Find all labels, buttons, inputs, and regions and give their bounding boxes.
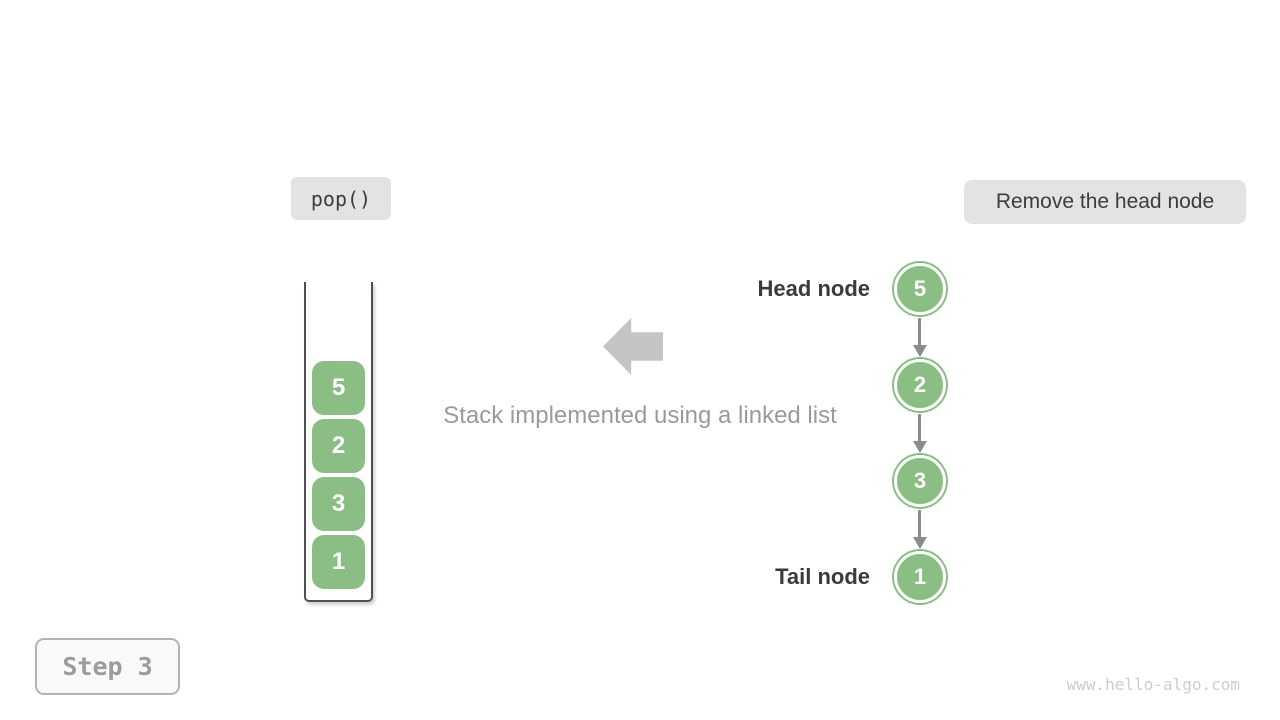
- list-node: 2: [894, 359, 946, 411]
- list-node: 5: [894, 263, 946, 315]
- head-node-label: Head node: [757, 276, 870, 301]
- left-block-arrow-icon: [603, 318, 663, 375]
- stack-item: 5: [312, 361, 365, 415]
- stack-container: 5 2 3 1: [304, 282, 373, 602]
- arrow-head: [912, 345, 927, 357]
- arrow-shaft: [918, 318, 921, 346]
- list-node-value: 5: [913, 276, 927, 301]
- description-label: Remove the head node: [964, 180, 1246, 224]
- arrow-head: [912, 441, 927, 453]
- stack-item: 3: [312, 477, 365, 531]
- list-node: 3: [894, 455, 946, 507]
- caption-text: Stack implemented using a linked list: [443, 402, 837, 429]
- down-arrow-icon: [910, 317, 930, 357]
- stack-item: 2: [312, 419, 365, 473]
- watermark: www.hello-algo.com: [1066, 675, 1240, 694]
- arrow-shaft: [918, 510, 921, 538]
- list-node-value: 2: [913, 372, 927, 397]
- operation-label: pop(): [291, 177, 391, 220]
- list-node-value: 3: [913, 468, 927, 493]
- stack-item: 1: [312, 535, 365, 589]
- arrow-head: [912, 537, 927, 549]
- arrow-shaft: [918, 414, 921, 442]
- list-node: 1: [894, 551, 946, 603]
- tail-node-label: Tail node: [775, 564, 870, 589]
- step-badge: Step 3: [35, 638, 180, 695]
- list-node-value: 1: [913, 564, 927, 589]
- down-arrow-icon: [910, 509, 930, 549]
- down-arrow-icon: [910, 413, 930, 453]
